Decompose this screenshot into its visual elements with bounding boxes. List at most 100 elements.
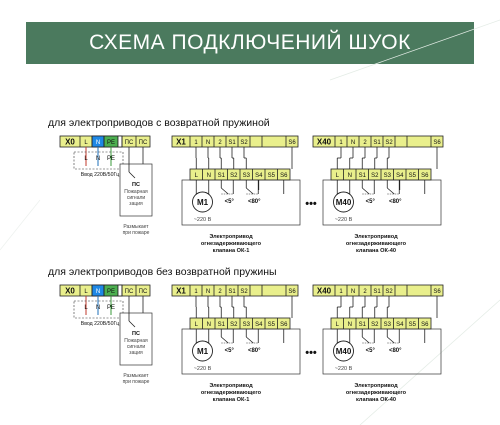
terminal-label: S3 (243, 173, 251, 179)
terminal-label: S6 (280, 173, 288, 179)
input-label-n: N (96, 305, 100, 311)
valve-caption: огнезадерживающего (346, 390, 407, 396)
terminal-label: S3 (384, 173, 392, 179)
terminal-label: PE (107, 289, 115, 295)
motor-enclosure (181, 179, 301, 226)
terminal-label: ПС (139, 289, 148, 295)
terminal-label: S1 (373, 289, 381, 295)
terminal-label: S1 (218, 322, 226, 328)
bg-line (329, 19, 500, 81)
ps-title: ПС (132, 182, 140, 188)
terminal-label: L (195, 173, 199, 179)
ps-box (119, 163, 153, 217)
terminal-id-x40: X40 (317, 138, 332, 147)
terminal-label: S2 (240, 140, 248, 146)
terminal-label: N (207, 322, 211, 328)
terminal-label: 2 (218, 289, 222, 295)
terminal-label: N (206, 140, 210, 146)
valve-caption: огнезадерживающего (201, 241, 262, 247)
motor-enclosure (181, 328, 301, 375)
ps-caption: при пожаре (123, 379, 150, 385)
terminal-strip-x1 (171, 284, 299, 297)
limit-switch-80 (245, 187, 254, 195)
terminal-gap (117, 284, 123, 297)
terminal-label: N (348, 173, 352, 179)
input-label-l: L (84, 156, 88, 162)
input-dashed-box (73, 300, 124, 319)
terminal-label: 2 (218, 140, 222, 146)
switch-angle-label: <5° (225, 348, 235, 354)
terminal-label: S2 (230, 322, 238, 328)
input-label-l: L (84, 305, 88, 311)
terminal-label: L (336, 173, 340, 179)
terminal-gap (117, 135, 123, 148)
motor-voltage: ~220 В (335, 366, 353, 372)
ps-box (119, 312, 153, 366)
terminal-label: S5 (409, 173, 417, 179)
header-banner: СХЕМА ПОДКЛЮЧЕНИЙ ШУОК (26, 22, 474, 64)
terminal-id-x40: X40 (317, 287, 332, 296)
terminal-label: S1 (228, 140, 236, 146)
terminal-label: 1 (194, 289, 198, 295)
ps-contact (128, 171, 136, 179)
ps-line: зация (129, 201, 143, 207)
terminal-id-x0: X0 (65, 287, 75, 296)
terminal-label: S6 (433, 140, 441, 146)
terminal-label: S6 (288, 289, 296, 295)
terminal-label: S2 (240, 289, 248, 295)
switch-angle-label: <80° (389, 348, 402, 354)
input-voltage-label: Ввод 220В/50Гц (81, 172, 120, 178)
valve-caption: Электропривод (209, 234, 253, 240)
valve-caption: Электропривод (354, 234, 398, 240)
limit-switch-80 (386, 187, 395, 195)
valve-caption: клапана ОК-40 (356, 248, 396, 254)
input-dashed-box (73, 151, 124, 170)
page-title: СХЕМА ПОДКЛЮЧЕНИЙ ШУОК (89, 31, 411, 54)
terminal-label: S1 (359, 322, 367, 328)
bg-line (359, 299, 500, 425)
terminal-label: S6 (421, 322, 429, 328)
terminal-label: N (351, 140, 355, 146)
limit-switch-5 (220, 336, 229, 344)
terminal-label: S4 (255, 173, 263, 179)
valve-caption: клапана ОК-1 (213, 397, 250, 403)
terminal-label: PE (107, 140, 115, 146)
terminal-id-x1: X1 (176, 138, 186, 147)
terminal-label: ПС (125, 289, 134, 295)
switch-angle-label: <80° (389, 199, 402, 205)
motor-icon (192, 340, 213, 362)
terminal-strip-x40 (312, 284, 444, 297)
terminal-label: S2 (385, 140, 393, 146)
ps-line: зация (129, 350, 143, 356)
terminal-label: 1 (194, 140, 198, 146)
motor-icon (333, 191, 354, 213)
terminal-label: S5 (268, 322, 276, 328)
terminal-label: S4 (396, 173, 404, 179)
switch-angle-label: <5° (366, 199, 376, 205)
ps-caption: Размыкает (123, 373, 149, 379)
motor-enclosure (322, 328, 442, 375)
limit-switch-5 (361, 336, 370, 344)
input-voltage-label: Ввод 220В/50Гц (81, 321, 120, 327)
ps-line: Пожарная (124, 338, 148, 344)
limit-switch-80 (245, 336, 254, 344)
terminal-label: L (336, 322, 340, 328)
motor-label: M1 (197, 347, 209, 356)
terminal-label: S6 (280, 322, 288, 328)
motor-voltage: ~220 В (194, 366, 212, 372)
limit-switch-5 (361, 187, 370, 195)
terminal-id-x0: X0 (65, 138, 75, 147)
motor-voltage: ~220 В (335, 217, 353, 223)
terminal-label: S2 (371, 322, 379, 328)
terminal-label: S5 (409, 322, 417, 328)
terminal-label: 1 (339, 289, 343, 295)
valve-caption: клапана ОК-40 (356, 397, 396, 403)
terminal-label: S1 (359, 173, 367, 179)
input-label-pe: PE (107, 305, 115, 311)
motor-label: M40 (336, 347, 352, 356)
terminal-label: L (195, 322, 199, 328)
motor-icon (192, 191, 213, 213)
terminal-label: N (348, 322, 352, 328)
valve-caption: огнезадерживающего (346, 241, 407, 247)
terminal-id-x1: X1 (176, 287, 186, 296)
